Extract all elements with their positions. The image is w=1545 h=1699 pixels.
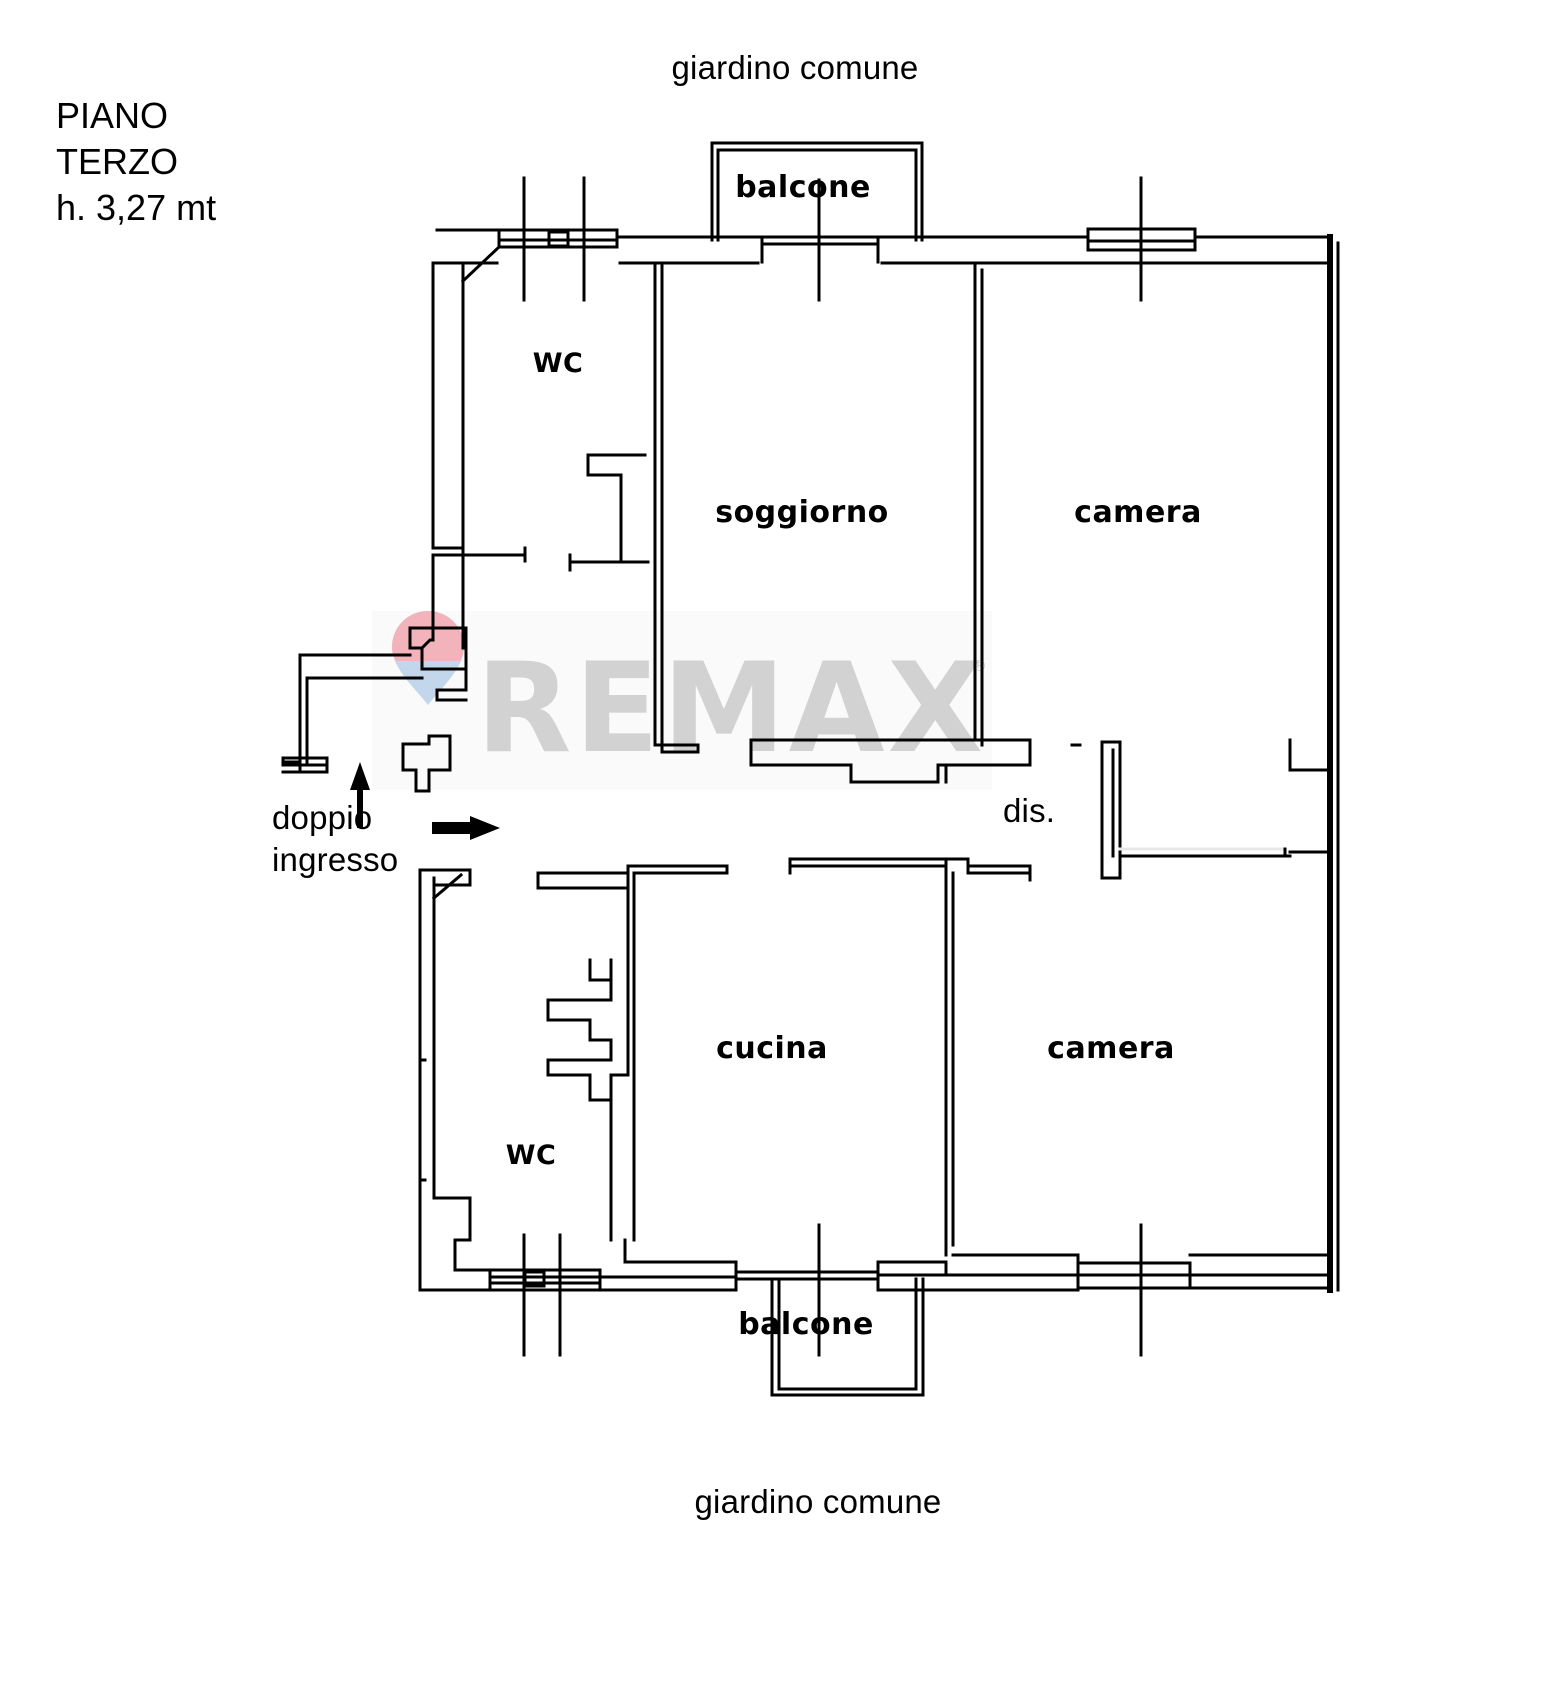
entrance-arrows (350, 762, 500, 840)
room-label-balcone-bottom: balcone (738, 1307, 874, 1342)
title-line-3: h. 3,27 mt (56, 187, 217, 228)
garden-top-label: giardino comune (671, 49, 919, 86)
east-facade-wall (1206, 234, 1340, 1293)
room-label-soggiorno: soggiorno (715, 495, 889, 530)
garden-bottom-label: giardino comune (694, 1483, 942, 1520)
balcone-top-outline (710, 141, 924, 242)
shaft-symbol (401, 734, 452, 793)
soggiorno-south-wall (653, 738, 1032, 784)
lower-wc-cucina-walls (536, 864, 729, 1242)
room-label-camera-top: camera (1074, 495, 1202, 530)
soggiorno-camera-partition (973, 261, 984, 747)
south-facade-wall (435, 1238, 1332, 1292)
window-mullion-ticks (522, 176, 1143, 1357)
north-facade-wall (435, 227, 1332, 264)
entrance-label-line-2: ingresso (272, 841, 399, 878)
room-label-wc-top: WC (532, 348, 584, 379)
room-label-camera-bottom: camera (1047, 1031, 1175, 1066)
entrance-label-line-1: doppio (272, 799, 373, 836)
entrance-label: doppio ingresso (272, 797, 398, 881)
hallway-label: dis. (1003, 792, 1056, 829)
room-label-balcone-top: balcone (735, 170, 871, 205)
title-line-1: PIANO (56, 95, 169, 136)
page-title: PIANO TERZO h. 3,27 mt (56, 93, 216, 231)
lower-left-wall (418, 868, 492, 1292)
balcone-bottom-outline (770, 1277, 925, 1397)
entrance-corridor (281, 626, 468, 774)
room-label-cucina: cucina (716, 1031, 828, 1066)
hallway-door-symbol (1100, 738, 1332, 880)
room-label-wc-bottom: WC (505, 1140, 557, 1171)
cucina-camera-partition (788, 857, 1032, 1257)
title-line-2: TERZO (56, 141, 178, 182)
wc-top-walls (431, 244, 664, 754)
